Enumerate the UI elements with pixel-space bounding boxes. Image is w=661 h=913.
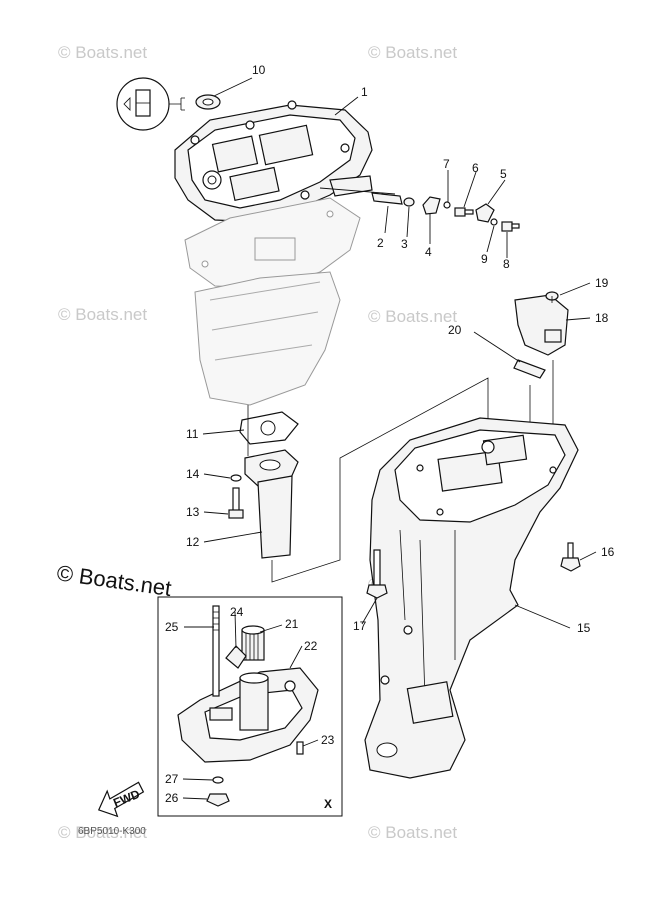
callout-14: 14 xyxy=(186,467,200,481)
fwd-arrow: FWD xyxy=(97,781,145,818)
callout-22: 22 xyxy=(304,639,318,653)
callout-27: 27 xyxy=(165,772,179,786)
part-21-impeller xyxy=(241,625,265,661)
callout-12: 12 xyxy=(186,535,200,549)
callout-2: 2 xyxy=(377,236,384,250)
part-24-key xyxy=(225,645,247,669)
watermark-large: © Boats.net xyxy=(55,560,173,601)
part-7-clip xyxy=(443,201,451,209)
drawing-code: 6BP5010-K300 xyxy=(78,826,146,837)
callout-10: 10 xyxy=(252,63,266,77)
watermark: © Boats.net xyxy=(58,305,147,324)
callout-6: 6 xyxy=(472,161,479,175)
part-5-bracket xyxy=(475,203,495,223)
part-3-bushing xyxy=(403,197,415,207)
part-14-washer xyxy=(230,474,242,482)
part-4-bracket xyxy=(422,196,441,215)
callouts: 10 1 2 3 4 7 6 5 9 8 19 18 20 11 14 13 1… xyxy=(165,63,615,805)
callout-13: 13 xyxy=(186,505,200,519)
part-27-washer xyxy=(212,776,224,784)
callout-20: 20 xyxy=(448,323,462,337)
callout-24: 24 xyxy=(230,605,244,619)
watermark: © Boats.net xyxy=(368,43,457,62)
part-26-nut xyxy=(206,793,230,807)
callout-25: 25 xyxy=(165,620,179,634)
part-9-clip xyxy=(490,218,498,226)
part-12-exhaust-guide xyxy=(244,449,299,559)
fwd-label: FWD xyxy=(111,787,142,810)
callout-19: 19 xyxy=(595,276,609,290)
part-1-upper-casing xyxy=(174,100,373,223)
callout-26: 26 xyxy=(165,791,179,805)
detail-bubble-10 xyxy=(116,77,185,131)
callout-1: 1 xyxy=(361,85,368,99)
part-20-pad xyxy=(513,359,546,379)
part-23-pin xyxy=(296,741,304,755)
watermark: © Boats.net xyxy=(58,823,147,842)
watermark: © Boats.net xyxy=(58,43,147,62)
watermark: © Boats.net xyxy=(368,307,457,326)
upper-gasket xyxy=(184,197,361,289)
callout-4: 4 xyxy=(425,245,432,259)
callout-16: 16 xyxy=(601,545,615,559)
callout-15: 15 xyxy=(577,621,591,635)
part-13-bolt xyxy=(228,487,244,519)
callout-8: 8 xyxy=(503,257,510,271)
part-11-gasket xyxy=(239,411,299,445)
inset-label: X xyxy=(324,797,332,811)
callout-5: 5 xyxy=(500,167,507,181)
part-17-bolt xyxy=(366,549,388,599)
part-10-washer xyxy=(195,94,221,110)
callout-18: 18 xyxy=(595,311,609,325)
part-25-stud xyxy=(212,605,220,697)
part-8-bolt xyxy=(501,221,520,232)
part-16-bolt xyxy=(560,542,581,572)
part-22-water-pump-base xyxy=(177,667,319,763)
callout-21: 21 xyxy=(285,617,299,631)
callout-3: 3 xyxy=(401,237,408,251)
watermark: © Boats.net xyxy=(368,823,457,842)
callout-9: 9 xyxy=(481,252,488,266)
part-19-screw xyxy=(545,291,559,303)
callout-11: 11 xyxy=(186,427,199,441)
part-6-bolt xyxy=(454,207,474,217)
leader-lines xyxy=(182,77,597,800)
oil-pan-ghost xyxy=(194,271,341,406)
part-15-lower-casing xyxy=(364,417,579,779)
callout-7: 7 xyxy=(443,157,450,171)
part-18-plate xyxy=(514,294,569,356)
part-2-pin xyxy=(371,192,403,205)
callout-23: 23 xyxy=(321,733,335,747)
callout-17: 17 xyxy=(353,619,367,633)
